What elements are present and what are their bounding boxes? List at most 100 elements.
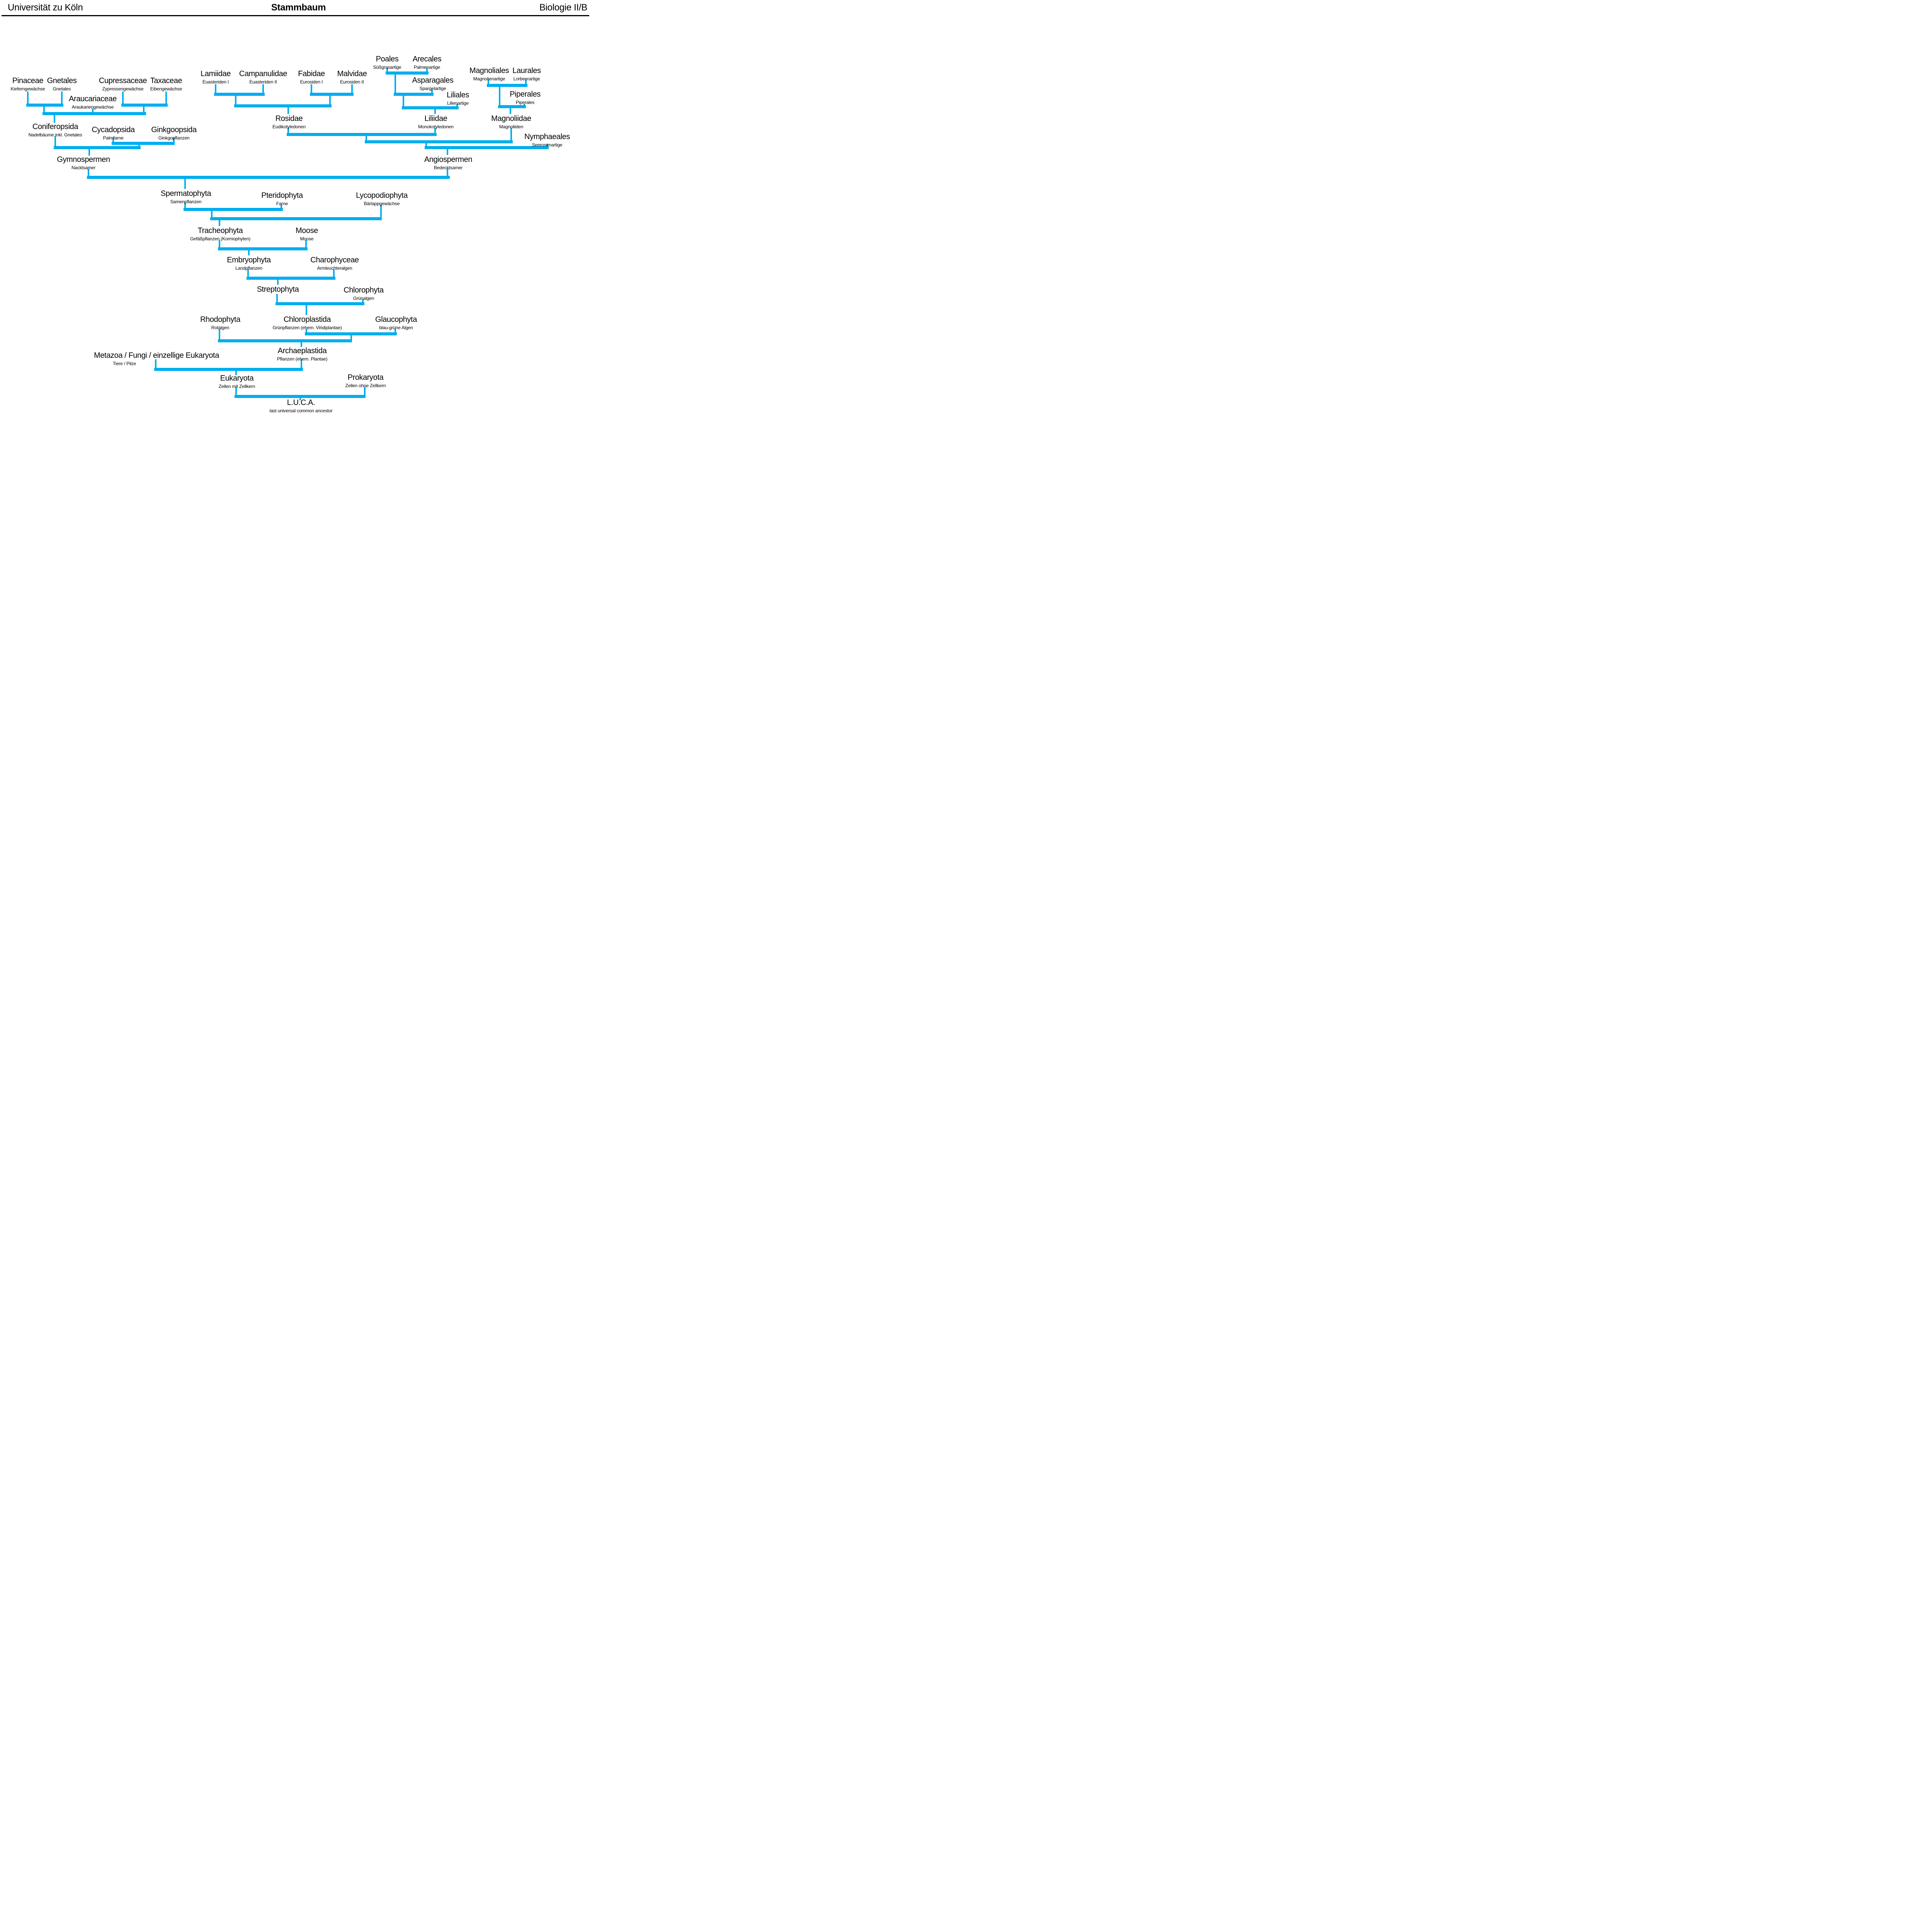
- taxon-subtitle: Rotalgen: [211, 325, 230, 330]
- tree-edge: [54, 136, 56, 149]
- tree-edge: [248, 247, 250, 255]
- taxon-subtitle: Farne: [276, 201, 288, 206]
- tree-edge: [301, 359, 302, 371]
- tree-edge: [92, 109, 94, 115]
- tree-edge: [214, 93, 265, 96]
- tree-edge: [87, 176, 450, 179]
- tree-edge: [403, 93, 404, 109]
- taxon-label: Poales: [376, 55, 399, 63]
- taxon-label: Spermatophyta: [160, 189, 211, 198]
- tree-edge: [211, 208, 213, 220]
- tree-edge: [234, 104, 332, 107]
- tree-edge: [219, 240, 220, 250]
- tree-edge: [447, 169, 448, 179]
- taxon-subtitle: Piperales: [515, 100, 535, 105]
- taxon-label: Eukaryota: [220, 374, 254, 383]
- taxon-subtitle: Eurosiden II: [340, 79, 364, 85]
- tree-edge: [350, 332, 352, 342]
- tree-edge: [235, 93, 236, 107]
- taxon-label: Magnoliales: [469, 66, 509, 75]
- tree-edge: [155, 359, 156, 371]
- tree-edge: [395, 329, 396, 335]
- tree-edge: [287, 133, 437, 136]
- tree-edge: [184, 208, 283, 211]
- tree-edge: [394, 93, 434, 96]
- tree-edge: [247, 277, 335, 280]
- tree-edge: [402, 106, 459, 109]
- tree-edge: [386, 71, 429, 75]
- tree-edge: [184, 176, 186, 189]
- taxon-subtitle: Euasteriden I: [202, 79, 229, 85]
- taxon-subtitle: Zellen mit Zellkern: [218, 384, 255, 389]
- tree-edge: [218, 247, 308, 250]
- tree-edge: [287, 128, 289, 136]
- taxon-subtitle: Euasteriden II: [249, 79, 277, 85]
- tree-edge: [219, 329, 220, 342]
- tree-edge: [218, 339, 352, 342]
- tree-edge: [351, 84, 353, 96]
- taxon-subtitle: Gefäßpflanzen (Kormophyten): [190, 236, 251, 242]
- taxon-label: Campanulidae: [239, 70, 287, 78]
- taxon-subtitle: Kieferngewächse: [10, 86, 45, 92]
- tree-edge: [525, 80, 527, 87]
- tree-edge: [215, 84, 216, 96]
- taxon-label: Rosidae: [275, 114, 303, 123]
- taxon-subtitle: Eibengewächse: [150, 86, 182, 92]
- tree-edge: [333, 269, 335, 280]
- taxon-subtitle: Grünalgen: [353, 296, 374, 301]
- taxon-subtitle: Eudikotyledonen: [272, 124, 306, 129]
- taxon-subtitle: Zellen ohne Zellkern: [345, 383, 386, 388]
- tree-edge: [299, 395, 301, 400]
- tree-edge: [487, 84, 527, 87]
- tree-edge: [329, 93, 331, 107]
- tree-edge: [138, 142, 140, 149]
- taxon-label: Rhodophyta: [200, 315, 240, 324]
- taxon-label: Araucariaceae: [69, 95, 117, 103]
- taxon-subtitle: Palmfarne: [103, 135, 124, 141]
- taxon-subtitle: Monokotyledonen: [418, 124, 454, 129]
- taxon-label: Liliidae: [424, 114, 447, 123]
- tree-edge: [498, 105, 526, 108]
- tree-edge: [276, 302, 364, 305]
- tree-edge: [61, 92, 63, 107]
- taxon-label: Cycadopsida: [92, 126, 135, 134]
- taxon-subtitle: Pflanzen (ehem. Plantae): [277, 356, 328, 362]
- taxon-label: Moose: [295, 226, 318, 235]
- taxon-label: Tracheophyta: [197, 226, 243, 235]
- tree-edge: [143, 104, 145, 115]
- taxon-label: Coniferopsida: [32, 122, 78, 131]
- taxon-subtitle: Ginkgopflanzen: [158, 135, 190, 141]
- tree-edge: [247, 269, 249, 280]
- taxon-subtitle: Zypressengewächse: [102, 86, 144, 92]
- tree-edge: [305, 240, 307, 250]
- tree-edge: [184, 203, 186, 211]
- taxon-subtitle: Bedecktsamer: [434, 165, 463, 170]
- taxon-subtitle: Lilienartige: [447, 100, 469, 106]
- taxon-subtitle: Süßgrasartige: [373, 65, 401, 70]
- tree-edge: [88, 146, 90, 156]
